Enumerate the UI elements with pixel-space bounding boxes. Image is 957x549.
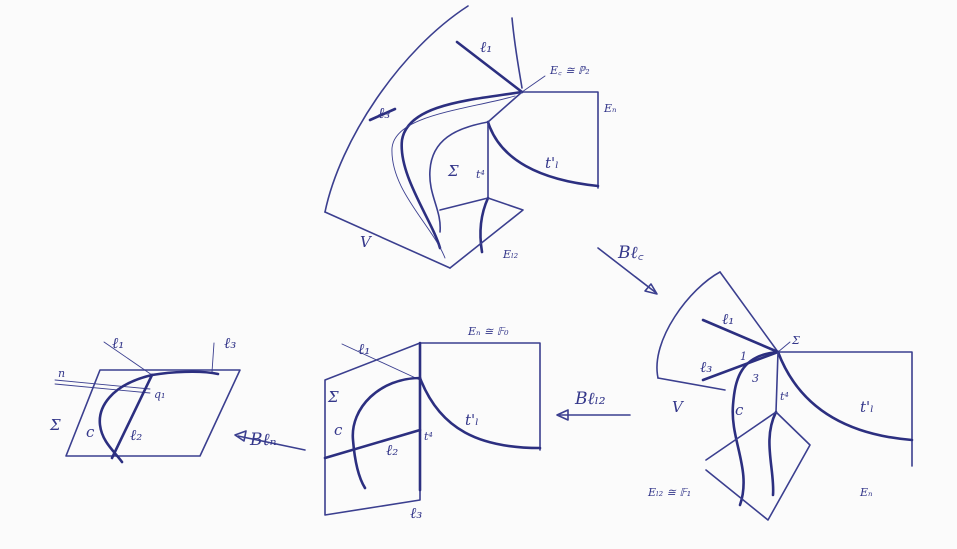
left-c-curve: [98, 373, 154, 464]
middle-label-l2: ℓ₂: [386, 441, 398, 459]
top-label-Ec: E꜀ ≅ ℙ₂: [549, 64, 590, 77]
top-sigma-shadow: [391, 95, 516, 259]
right-label-l1: ℓ₁: [722, 310, 734, 328]
top-label-V: V: [360, 233, 373, 251]
left-l3-stub: [211, 342, 215, 373]
left-top-curve: [150, 370, 220, 377]
left-label-l1: ℓ₁: [112, 334, 124, 352]
arrow-bln: Bℓₙ: [234, 430, 306, 451]
top-left-boundary: [324, 211, 451, 269]
middle-c-curve: [351, 376, 422, 490]
left-diagram: ℓ₁ ℓ₃ n q₁ Σ c ℓ₂: [49, 334, 241, 464]
left-label-q1: q₁: [154, 388, 165, 401]
middle-label-tL: t'ₗ: [465, 411, 479, 429]
right-label-El2: Eₗ₂ ≅ 𝔽₁: [647, 486, 691, 499]
top-inner-surface: [429, 121, 489, 233]
middle-label-l1: ℓ₁: [358, 340, 370, 358]
left-label-c: c: [86, 423, 95, 441]
top-label-En: Eₙ: [603, 102, 617, 115]
right-label-three: 3: [752, 372, 759, 385]
left-l2-line: [110, 373, 154, 460]
arrow-label-bll2: Bℓₗ₂: [574, 389, 606, 409]
right-cone-left-oval: [656, 271, 721, 379]
middle-label-t4: t⁴: [424, 430, 433, 443]
top-t4-curve: [479, 196, 490, 254]
top-inner-arc: [511, 17, 523, 89]
arrow-bll2: Bℓₗ₂: [556, 389, 631, 421]
top-ec-pointer: [521, 75, 546, 93]
right-t4-line: [775, 351, 779, 413]
arrow-bll2-head: [556, 409, 569, 421]
arrow-bln-line: [237, 435, 306, 451]
left-label-l2: ℓ₂: [130, 426, 142, 444]
right-label-En: Eₙ: [859, 486, 873, 499]
right-l1-line: [701, 318, 780, 354]
left-label-l3: ℓ₃: [224, 334, 236, 352]
right-En-plane: [777, 351, 913, 467]
middle-l1-line: [341, 343, 421, 381]
right-t4-curve: [768, 410, 778, 497]
top-l1-line: [455, 40, 524, 94]
right-label-c: c: [735, 401, 744, 419]
top-l3-line: [368, 107, 397, 122]
right-label-sigma: Σ: [791, 334, 800, 347]
right-sigma-pointer: [777, 341, 791, 353]
top-en-plane: [521, 91, 599, 189]
right-tL-curve: [776, 350, 914, 442]
middle-sigma-plane: [324, 342, 421, 516]
arrow-label-bln: Bℓₙ: [249, 430, 277, 450]
top-label-sigma: Σ: [447, 162, 459, 180]
middle-En-plane: [419, 342, 541, 451]
right-label-V: V: [672, 398, 685, 416]
top-label-El2: Eₗ₂: [502, 248, 518, 261]
left-l1-line: [103, 341, 153, 376]
top-label-l1: ℓ₁: [480, 38, 492, 56]
top-diagram: ℓ₁ E꜀ ≅ ℙ₂ ℓ₃ Eₙ Σ t⁴ t'ₗ V Eₗ₂: [324, 5, 617, 269]
middle-diagram: ℓ₁ Eₙ ≅ 𝔽₀ Σ c ℓ₂ t⁴ t'ₗ ℓ₃: [323, 325, 542, 522]
top-label-l3: ℓ₃: [378, 104, 390, 122]
left-label-n: n: [58, 367, 65, 380]
middle-label-l3: ℓ₃: [410, 504, 422, 522]
top-sigma-curve: [400, 90, 524, 250]
arrow-blc-head: [644, 283, 658, 295]
arrow-bln-head: [234, 430, 247, 442]
right-diagram: ℓ₁ Σ 1 3 ℓ₃ V c t⁴ t'ₗ Eₗ₂ ≅ 𝔽₁ Eₙ: [647, 271, 914, 521]
left-sigma-plane: [65, 369, 241, 457]
right-label-one: 1: [740, 350, 747, 363]
right-El2-plane: [705, 411, 811, 521]
arrow-label-blc: Bℓ꜀: [617, 243, 644, 263]
middle-label-sigma: Σ: [327, 388, 339, 406]
left-label-sigma: Σ: [49, 416, 61, 434]
left-n-line-b: [54, 383, 151, 394]
top-center-edge: [487, 91, 523, 123]
right-cone-bottom: [657, 377, 726, 391]
middle-label-c: c: [334, 421, 343, 439]
middle-l2-line: [323, 428, 422, 460]
right-label-l3: ℓ₃: [700, 358, 712, 376]
top-label-tL: t'ₗ: [545, 154, 559, 172]
top-tL-curve: [486, 120, 600, 188]
left-n-line-a: [54, 379, 151, 390]
right-label-tL: t'ₗ: [860, 398, 874, 416]
top-outer-arc: [324, 5, 469, 213]
right-cone-top: [719, 271, 779, 353]
middle-label-En: Eₙ ≅ 𝔽₀: [467, 325, 509, 338]
arrow-blc: Bℓ꜀: [597, 243, 658, 295]
right-l3-line: [701, 350, 780, 382]
arrow-blc-line: [597, 247, 656, 293]
top-label-t4: t⁴: [476, 168, 485, 181]
middle-tL-curve: [418, 376, 542, 450]
top-El2-plane: [439, 197, 524, 269]
right-label-t4: t⁴: [780, 390, 789, 403]
